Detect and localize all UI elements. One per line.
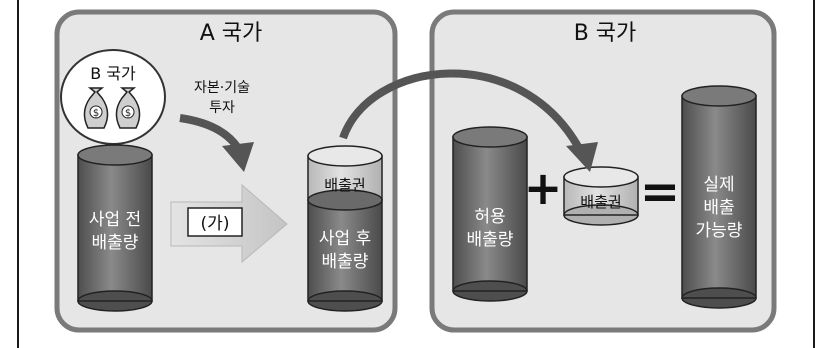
allowed-emission-label-line2: 배출량 — [467, 230, 514, 250]
credit-label-b: 배출권 — [580, 193, 621, 211]
investor-bubble: B 국가 $ $ — [60, 49, 166, 145]
svg-text:$: $ — [125, 108, 131, 119]
investment-label-line1: 자본·기술 — [194, 80, 250, 96]
investment-arrow — [179, 114, 254, 172]
arrow-label: (가) — [201, 214, 230, 234]
country-b-title: B 국가 — [574, 21, 637, 46]
credit-transfer-arrow — [339, 69, 598, 172]
left-frame-line — [17, 0, 19, 348]
investment-label-line2: 투자 — [209, 100, 235, 116]
actual-emission-label-line2: 배출 — [703, 198, 734, 218]
arrow-label-box — [187, 207, 243, 237]
actual-emission-label-line3: 가능량 — [696, 221, 743, 241]
country-b-panel: B 국가 허용 배출량 + 배출권 = 실제 배출 가 — [429, 9, 777, 333]
actual-emission-cylinder: 실제 배출 가능량 — [681, 85, 757, 309]
after-emission-label-line1: 사업 후 — [319, 229, 371, 249]
svg-text:$: $ — [93, 108, 99, 119]
right-frame-line — [813, 0, 815, 348]
actual-emission-label-line1: 실제 — [703, 175, 734, 195]
allowed-emission-label-line1: 허용 — [474, 207, 505, 227]
equals-sign: = — [640, 164, 680, 220]
investor-label: B 국가 — [90, 64, 136, 83]
after-emission-cylinder: 배출권 사업 후 배출량 — [307, 145, 383, 312]
allowed-emission-cylinder: 허용 배출량 — [452, 126, 528, 302]
country-a-panel: A 국가 B 국가 $ $ 자본·기술 투자 — [54, 9, 398, 333]
after-emission-label-line2: 배출량 — [322, 252, 369, 272]
before-emission-label-line1: 사업 전 — [89, 210, 141, 230]
credit-cylinder: 배출권 — [563, 166, 639, 226]
credit-label-a: 배출권 — [324, 176, 365, 194]
project-arrow: (가) — [170, 183, 288, 264]
before-emission-label-line2: 배출량 — [92, 233, 139, 253]
plus-sign: + — [524, 161, 563, 215]
money-bag-icon: $ — [115, 87, 141, 129]
country-a-title: A 국가 — [200, 21, 263, 46]
money-bag-icon: $ — [83, 87, 109, 129]
before-emission-cylinder: 사업 전 배출량 — [77, 144, 153, 312]
